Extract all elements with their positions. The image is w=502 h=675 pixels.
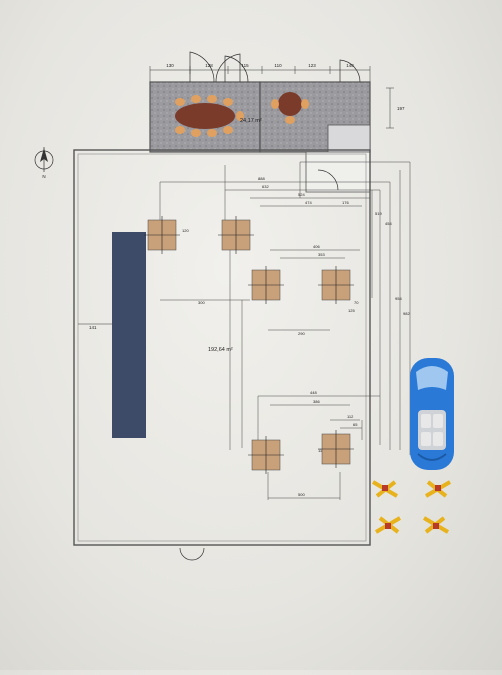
car-top-view (410, 358, 454, 470)
dim-454: 454 (385, 221, 392, 226)
top-dim-2: 128 (205, 63, 213, 68)
dim-120: 120 (182, 228, 189, 233)
lift-post-1 (144, 216, 180, 254)
dim-110: 110 (318, 448, 325, 453)
north-arrow: N (34, 147, 54, 179)
dim-632: 632 (262, 184, 269, 189)
storage-rack (112, 232, 146, 438)
top-dim-6: 140 (346, 63, 354, 68)
round-chairs (271, 99, 309, 124)
hall-outer-wall (73, 149, 371, 546)
dim-290: 290 (298, 331, 305, 336)
lift-post-2 (218, 216, 254, 254)
dim-500: 500 (298, 492, 305, 497)
interior-dimension-lines (159, 161, 411, 500)
meeting-table (175, 103, 235, 129)
lift-arms (371, 480, 452, 534)
lift-arm-1 (371, 480, 399, 498)
top-doors (179, 51, 361, 561)
interior-dimension-labels: 888 632 524 474 176 519 454 954 982 406 … (182, 176, 410, 497)
top-dimension-chain (149, 66, 371, 82)
right-office-dimension (386, 87, 394, 129)
lift-post-6 (318, 430, 354, 468)
lift-post-5 (248, 436, 284, 474)
office-depth-dim: 197 (397, 106, 405, 111)
lift-posts (144, 216, 354, 474)
top-dim-1: 130 (166, 63, 174, 68)
dim-300: 300 (198, 300, 205, 305)
dim-176: 176 (342, 200, 349, 205)
lift-arm-4 (422, 516, 450, 534)
dim-954: 954 (395, 296, 402, 301)
dim-406: 406 (313, 244, 320, 249)
dim-125: 125 (348, 308, 355, 313)
dim-70: 70 (354, 300, 359, 305)
dim-112: 112 (347, 414, 354, 419)
hall-area-label: 192,64 m² (208, 347, 233, 353)
top-dim-4: 110 (274, 63, 282, 68)
dim-982: 982 (403, 311, 410, 316)
lift-post-3 (248, 266, 284, 304)
lift-arm-3 (374, 516, 402, 534)
dim-65: 65 (353, 422, 358, 427)
lift-arm-2 (424, 480, 452, 498)
north-label: N (42, 174, 45, 179)
top-dim-3: 115 (241, 63, 249, 68)
dim-474: 474 (305, 200, 312, 205)
hall-inner-wall (77, 153, 367, 542)
top-dimension-labels: 130 128 115 110 123 140 (166, 63, 354, 68)
top-dim-5: 123 (308, 63, 316, 68)
dim-519: 519 (375, 211, 382, 216)
dim-888: 888 (258, 176, 265, 181)
dim-353: 353 (318, 252, 325, 257)
entry-hall (305, 151, 371, 193)
office-area-label: 24,17 m² (240, 118, 262, 124)
meeting-chairs (175, 95, 244, 137)
round-table (278, 92, 302, 116)
dim-386: 386 (313, 399, 320, 404)
rack-distance-dim: 141 (89, 325, 97, 330)
dim-448: 448 (310, 390, 317, 395)
dim-524: 524 (298, 192, 305, 197)
lift-post-4 (318, 266, 354, 304)
